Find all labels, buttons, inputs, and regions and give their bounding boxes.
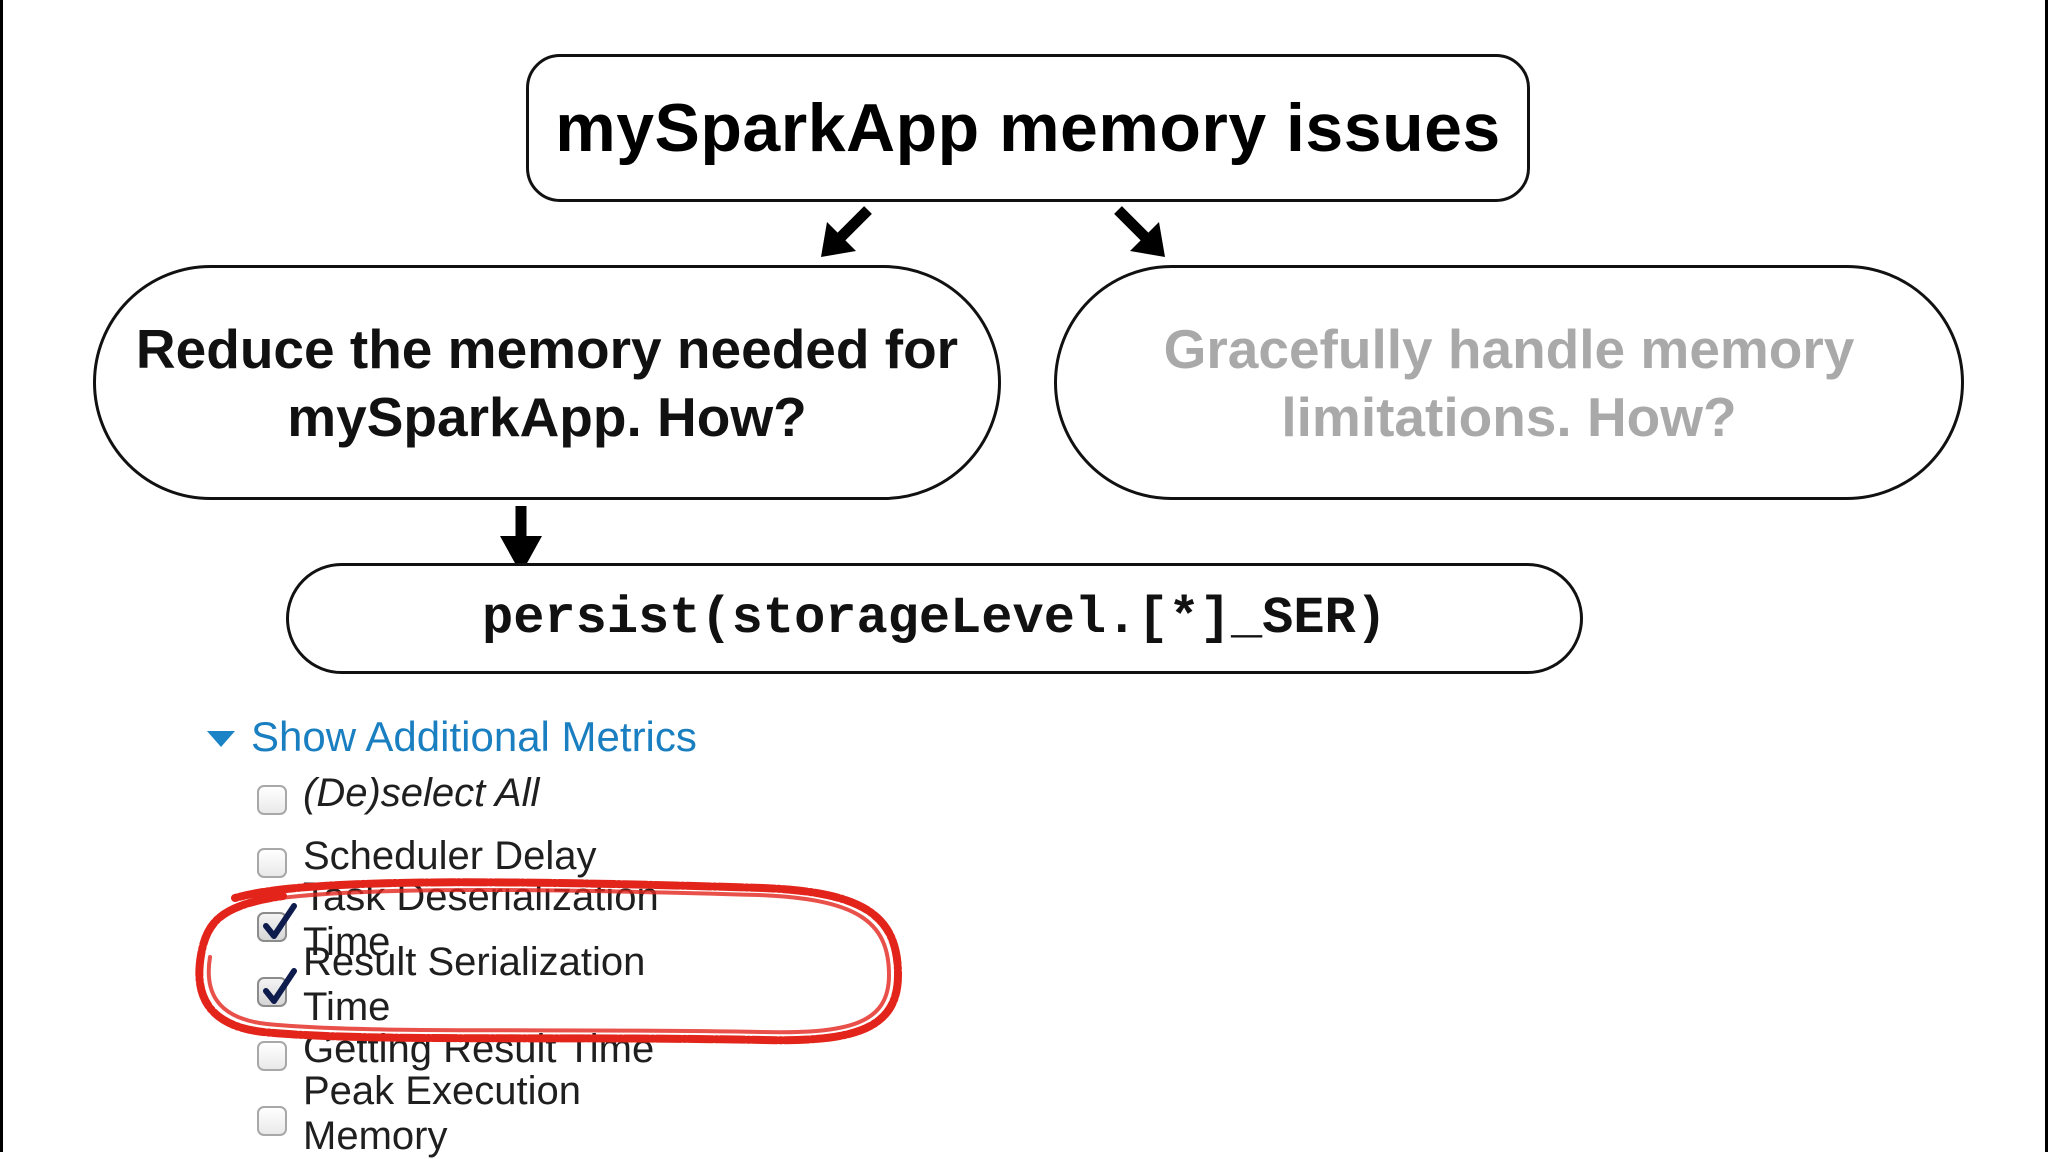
checkbox-deselect-all[interactable] — [257, 785, 287, 815]
checkbox-getting-result-time[interactable] — [257, 1041, 287, 1071]
metric-row-task-deserialization-time[interactable]: Task Deserialization Time — [257, 875, 697, 964]
additional-metrics-panel: Show Additional Metrics (De)select All S… — [207, 712, 697, 1158]
checkbox-scheduler-delay[interactable] — [257, 848, 287, 878]
triangle-down-icon — [207, 731, 235, 747]
page-title: mySparkApp memory issues — [555, 90, 1501, 166]
arrow-to-right-branch — [1114, 206, 1165, 257]
code-text: persist(storageLevel.[*]_SER) — [482, 589, 1387, 648]
code-node: persist(storageLevel.[*]_SER) — [286, 563, 1583, 674]
metric-label: Peak Execution Memory — [303, 1069, 581, 1158]
title-box: mySparkApp memory issues — [526, 54, 1530, 202]
left-branch-text: Reduce the memory needed for mySparkApp.… — [135, 317, 959, 448]
right-branch-node: Gracefully handle memory limitations. Ho… — [1054, 265, 1964, 500]
metric-label: Result Serialization Time — [303, 940, 646, 1029]
checkbox-task-deserialization-time[interactable] — [257, 903, 297, 942]
checkmark-icon — [263, 903, 297, 939]
show-additional-metrics-link[interactable]: Show Additional Metrics — [251, 713, 697, 760]
metric-row-getting-result-time[interactable]: Getting Result Time — [257, 1023, 654, 1075]
metric-row-deselect-all[interactable]: (De)select All — [257, 767, 539, 819]
metric-row-result-serialization-time[interactable]: Result Serialization Time — [257, 940, 697, 1029]
metric-label: Getting Result Time — [303, 1026, 655, 1071]
metric-label: (De)select All — [303, 770, 540, 815]
right-branch-text: Gracefully handle memory limitations. Ho… — [1163, 317, 1855, 448]
show-additional-metrics-toggle[interactable]: Show Additional Metrics — [207, 712, 697, 762]
left-branch-node: Reduce the memory needed for mySparkApp.… — [93, 265, 1001, 500]
checkmark-icon — [263, 968, 297, 1004]
metric-row-peak-execution-memory[interactable]: Peak Execution Memory — [257, 1069, 697, 1158]
metric-row-scheduler-delay[interactable]: Scheduler Delay — [257, 830, 597, 882]
checkbox-peak-execution-memory[interactable] — [257, 1106, 287, 1136]
arrow-to-left-branch — [821, 206, 872, 257]
checkbox-result-serialization-time[interactable] — [257, 968, 297, 1007]
metric-label: Scheduler Delay — [303, 833, 597, 878]
